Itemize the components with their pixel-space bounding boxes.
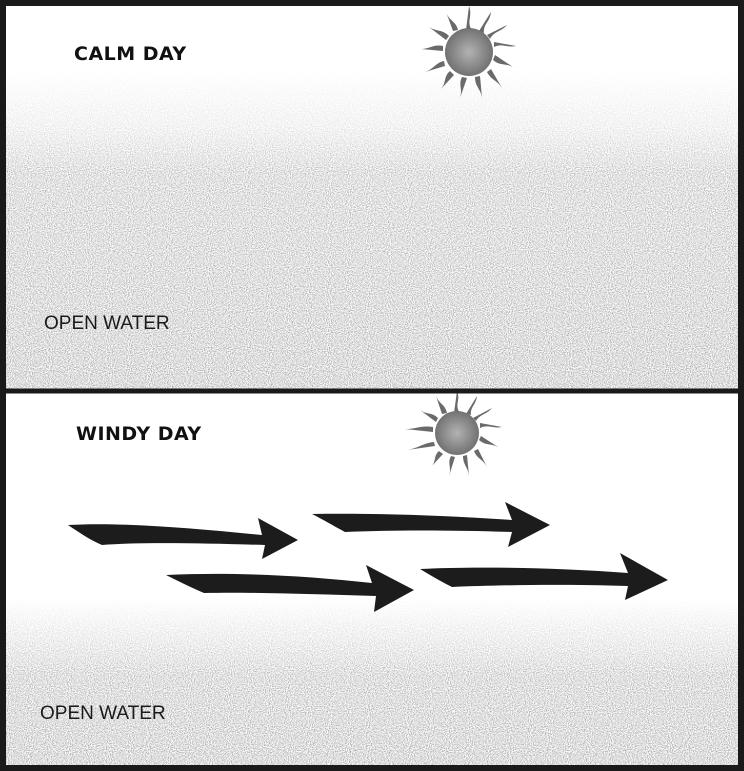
calm-haze — [5, 70, 739, 389]
windy-open-water-label: OPEN WATER — [40, 703, 166, 725]
windy-day-title: WINDY DAY — [76, 423, 202, 445]
calm-day-title: CALM DAY — [74, 43, 187, 65]
calm-open-water-label: OPEN WATER — [44, 313, 170, 335]
